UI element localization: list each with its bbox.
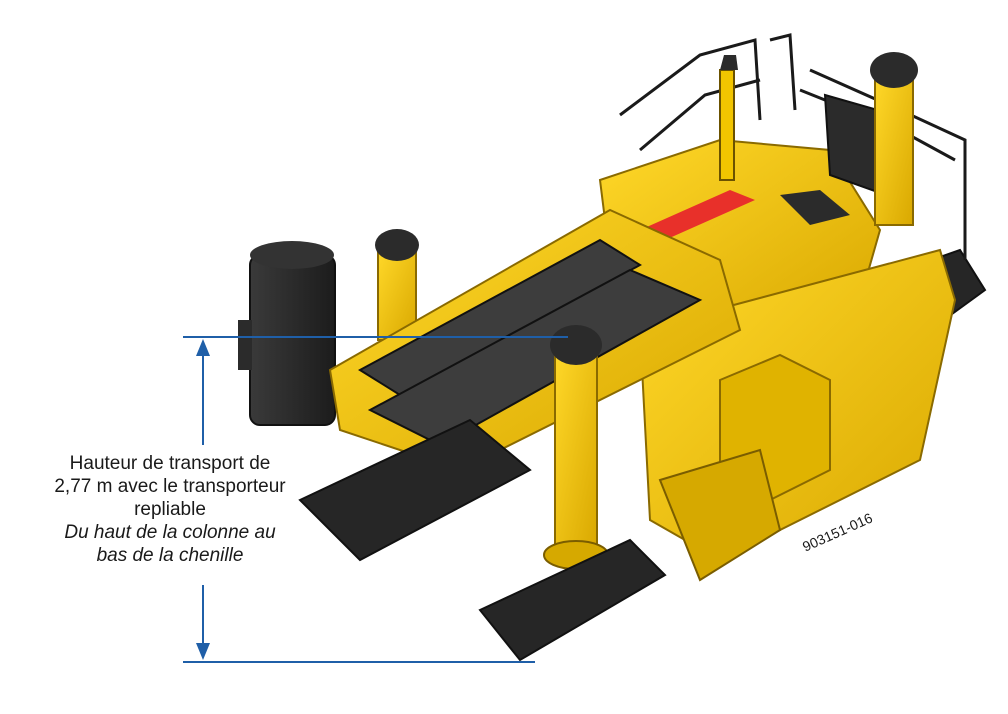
transport-height-annotation: Hauteur de transport de 2,77 m avec le t… [20, 452, 320, 567]
annotation-line-2: 2,77 m avec le transporteur [54, 476, 286, 497]
arrow-down-icon [196, 643, 210, 660]
annotation-line-4: Du haut de la colonne au [64, 522, 276, 543]
arrow-up-icon [196, 339, 210, 356]
warning-panel [640, 190, 755, 240]
folding-conveyor [328, 208, 742, 472]
annotation-line-1: Hauteur de transport de [69, 453, 271, 474]
dimension-indicator [183, 336, 568, 663]
control-panel [780, 190, 850, 225]
conveyor-belt [358, 238, 642, 397]
front-right-column [543, 325, 609, 570]
rear-right-column [870, 52, 918, 226]
front-left-track [298, 418, 532, 562]
water-tank [238, 241, 336, 426]
exhaust-stack [719, 69, 735, 181]
front-right-track [478, 538, 667, 662]
annotation-line-5: bas de la chenille [96, 545, 244, 566]
annotation-line-3: repliable [134, 499, 206, 520]
